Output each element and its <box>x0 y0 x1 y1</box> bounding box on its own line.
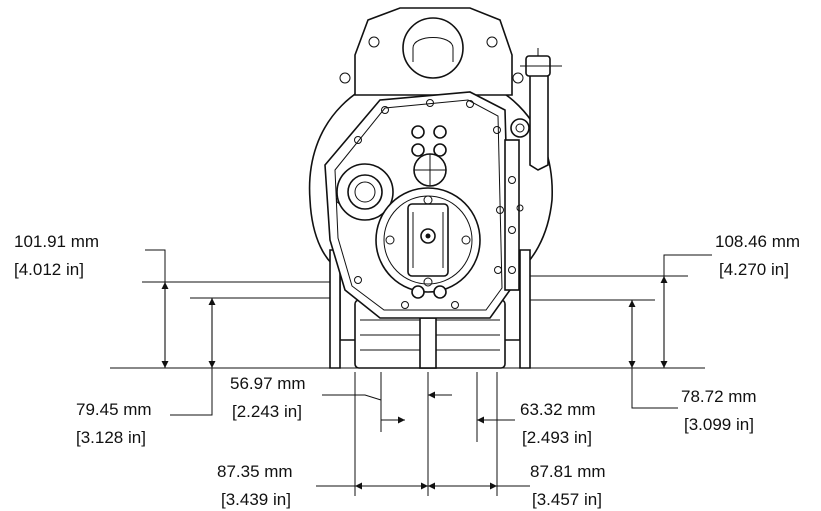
dim-text-imperial: [4.270 in] <box>719 260 789 279</box>
dimension-left-outer: 101.91 mm [4.012 in] <box>14 232 330 368</box>
cover-bolt <box>354 136 362 144</box>
dim-text-metric: 56.97 mm <box>230 374 306 393</box>
dimension-bottom-right: 87.81 mm [3.457 in] <box>530 462 606 509</box>
cover-bolt <box>493 126 501 134</box>
bracket-bolt <box>516 204 524 212</box>
flange-bolt <box>423 277 433 287</box>
cover-bolt <box>494 266 502 274</box>
dimension-right-outer: 108.46 mm [4.270 in] <box>530 232 800 368</box>
dim-text-imperial: [2.243 in] <box>232 402 302 421</box>
dim-text-imperial: [3.128 in] <box>76 428 146 447</box>
cover-bolt <box>496 206 504 214</box>
dim-text-imperial: [3.439 in] <box>221 490 291 509</box>
drain-plug <box>419 317 437 369</box>
cover-bolt <box>426 99 434 107</box>
dim-text-metric: 78.72 mm <box>681 387 757 406</box>
dim-text-metric: 101.91 mm <box>14 232 99 251</box>
flange-bolt <box>385 235 395 245</box>
dimension-center-right: 63.32 mm [2.493 in] <box>477 400 596 447</box>
lower-body-right <box>519 249 531 369</box>
dimension-right-inner: 78.72 mm [3.099 in] <box>530 299 757 434</box>
bolt-hole <box>512 72 524 84</box>
shift-lever <box>529 71 549 171</box>
side-bracket <box>504 139 520 291</box>
cover-bolt <box>381 106 389 114</box>
top-boss-arch <box>412 37 454 62</box>
cover-hole <box>433 143 447 157</box>
dimension-center-left: 56.97 mm [2.243 in] <box>230 374 452 424</box>
dim-text-metric: 63.32 mm <box>520 400 596 419</box>
bracket-bolt <box>508 176 516 184</box>
flange-bolt <box>461 235 471 245</box>
dim-text-imperial: [4.012 in] <box>14 260 84 279</box>
dim-text-metric: 87.81 mm <box>530 462 606 481</box>
cover-hole <box>433 285 447 299</box>
lever-pivot <box>510 118 530 138</box>
dim-text-metric: 87.35 mm <box>217 462 293 481</box>
flange-bolt <box>423 195 433 205</box>
cover-hole <box>433 125 447 139</box>
top-boss-bore <box>402 17 464 79</box>
lever-pivot-inner <box>515 123 525 133</box>
output-center-dot <box>425 233 431 239</box>
dim-text-metric: 79.45 mm <box>76 400 152 419</box>
dim-text-imperial: [2.493 in] <box>522 428 592 447</box>
cover-bolt <box>401 301 409 309</box>
dimension-bottom-left: 87.35 mm [3.439 in] <box>217 462 293 509</box>
cover-hole <box>411 125 425 139</box>
bolt-hole <box>339 72 351 84</box>
bracket-bolt <box>508 226 516 234</box>
seal-core <box>354 181 376 203</box>
cover-hole <box>411 143 425 157</box>
cover-hole <box>411 285 425 299</box>
cover-bolt <box>354 276 362 284</box>
dim-text-imperial: [3.457 in] <box>532 490 602 509</box>
bolt-hole <box>368 36 380 48</box>
cover-bolt <box>466 100 474 108</box>
dim-text-metric: 108.46 mm <box>715 232 800 251</box>
dimension-left-inner: 79.45 mm [3.128 in] <box>76 297 330 447</box>
cover-bolt <box>451 301 459 309</box>
bracket-bolt <box>508 266 516 274</box>
seal-inner <box>347 174 383 210</box>
pto-housing-drawing <box>110 7 705 369</box>
dim-text-imperial: [3.099 in] <box>684 415 754 434</box>
bolt-hole <box>486 36 498 48</box>
